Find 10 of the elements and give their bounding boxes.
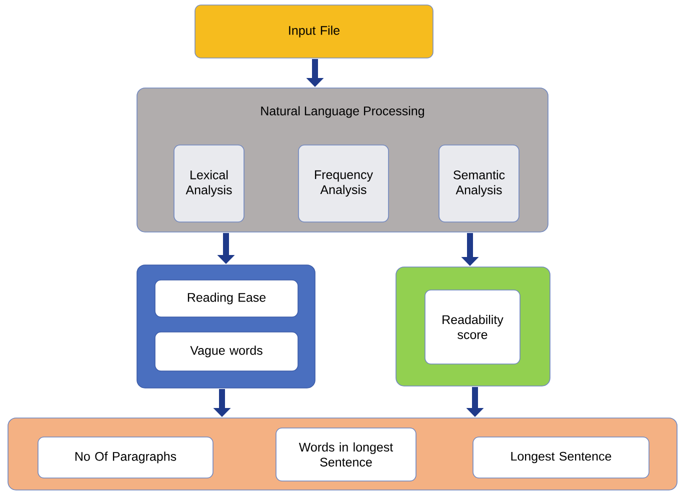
- process-box: Frequency Analysis: [298, 144, 389, 222]
- item-box: Readability score: [424, 290, 520, 364]
- item-box: Reading Ease: [154, 280, 298, 318]
- process-box: Input File: [194, 4, 434, 58]
- item-box: Words in longest Sentence: [276, 428, 416, 482]
- process-box: Semantic Analysis: [438, 144, 520, 222]
- item-box: No Of Paragraphs: [38, 436, 214, 478]
- item-box: Vague words: [154, 332, 298, 372]
- item-box: Longest Sentence: [472, 436, 650, 478]
- process-box: Lexical Analysis: [174, 144, 244, 222]
